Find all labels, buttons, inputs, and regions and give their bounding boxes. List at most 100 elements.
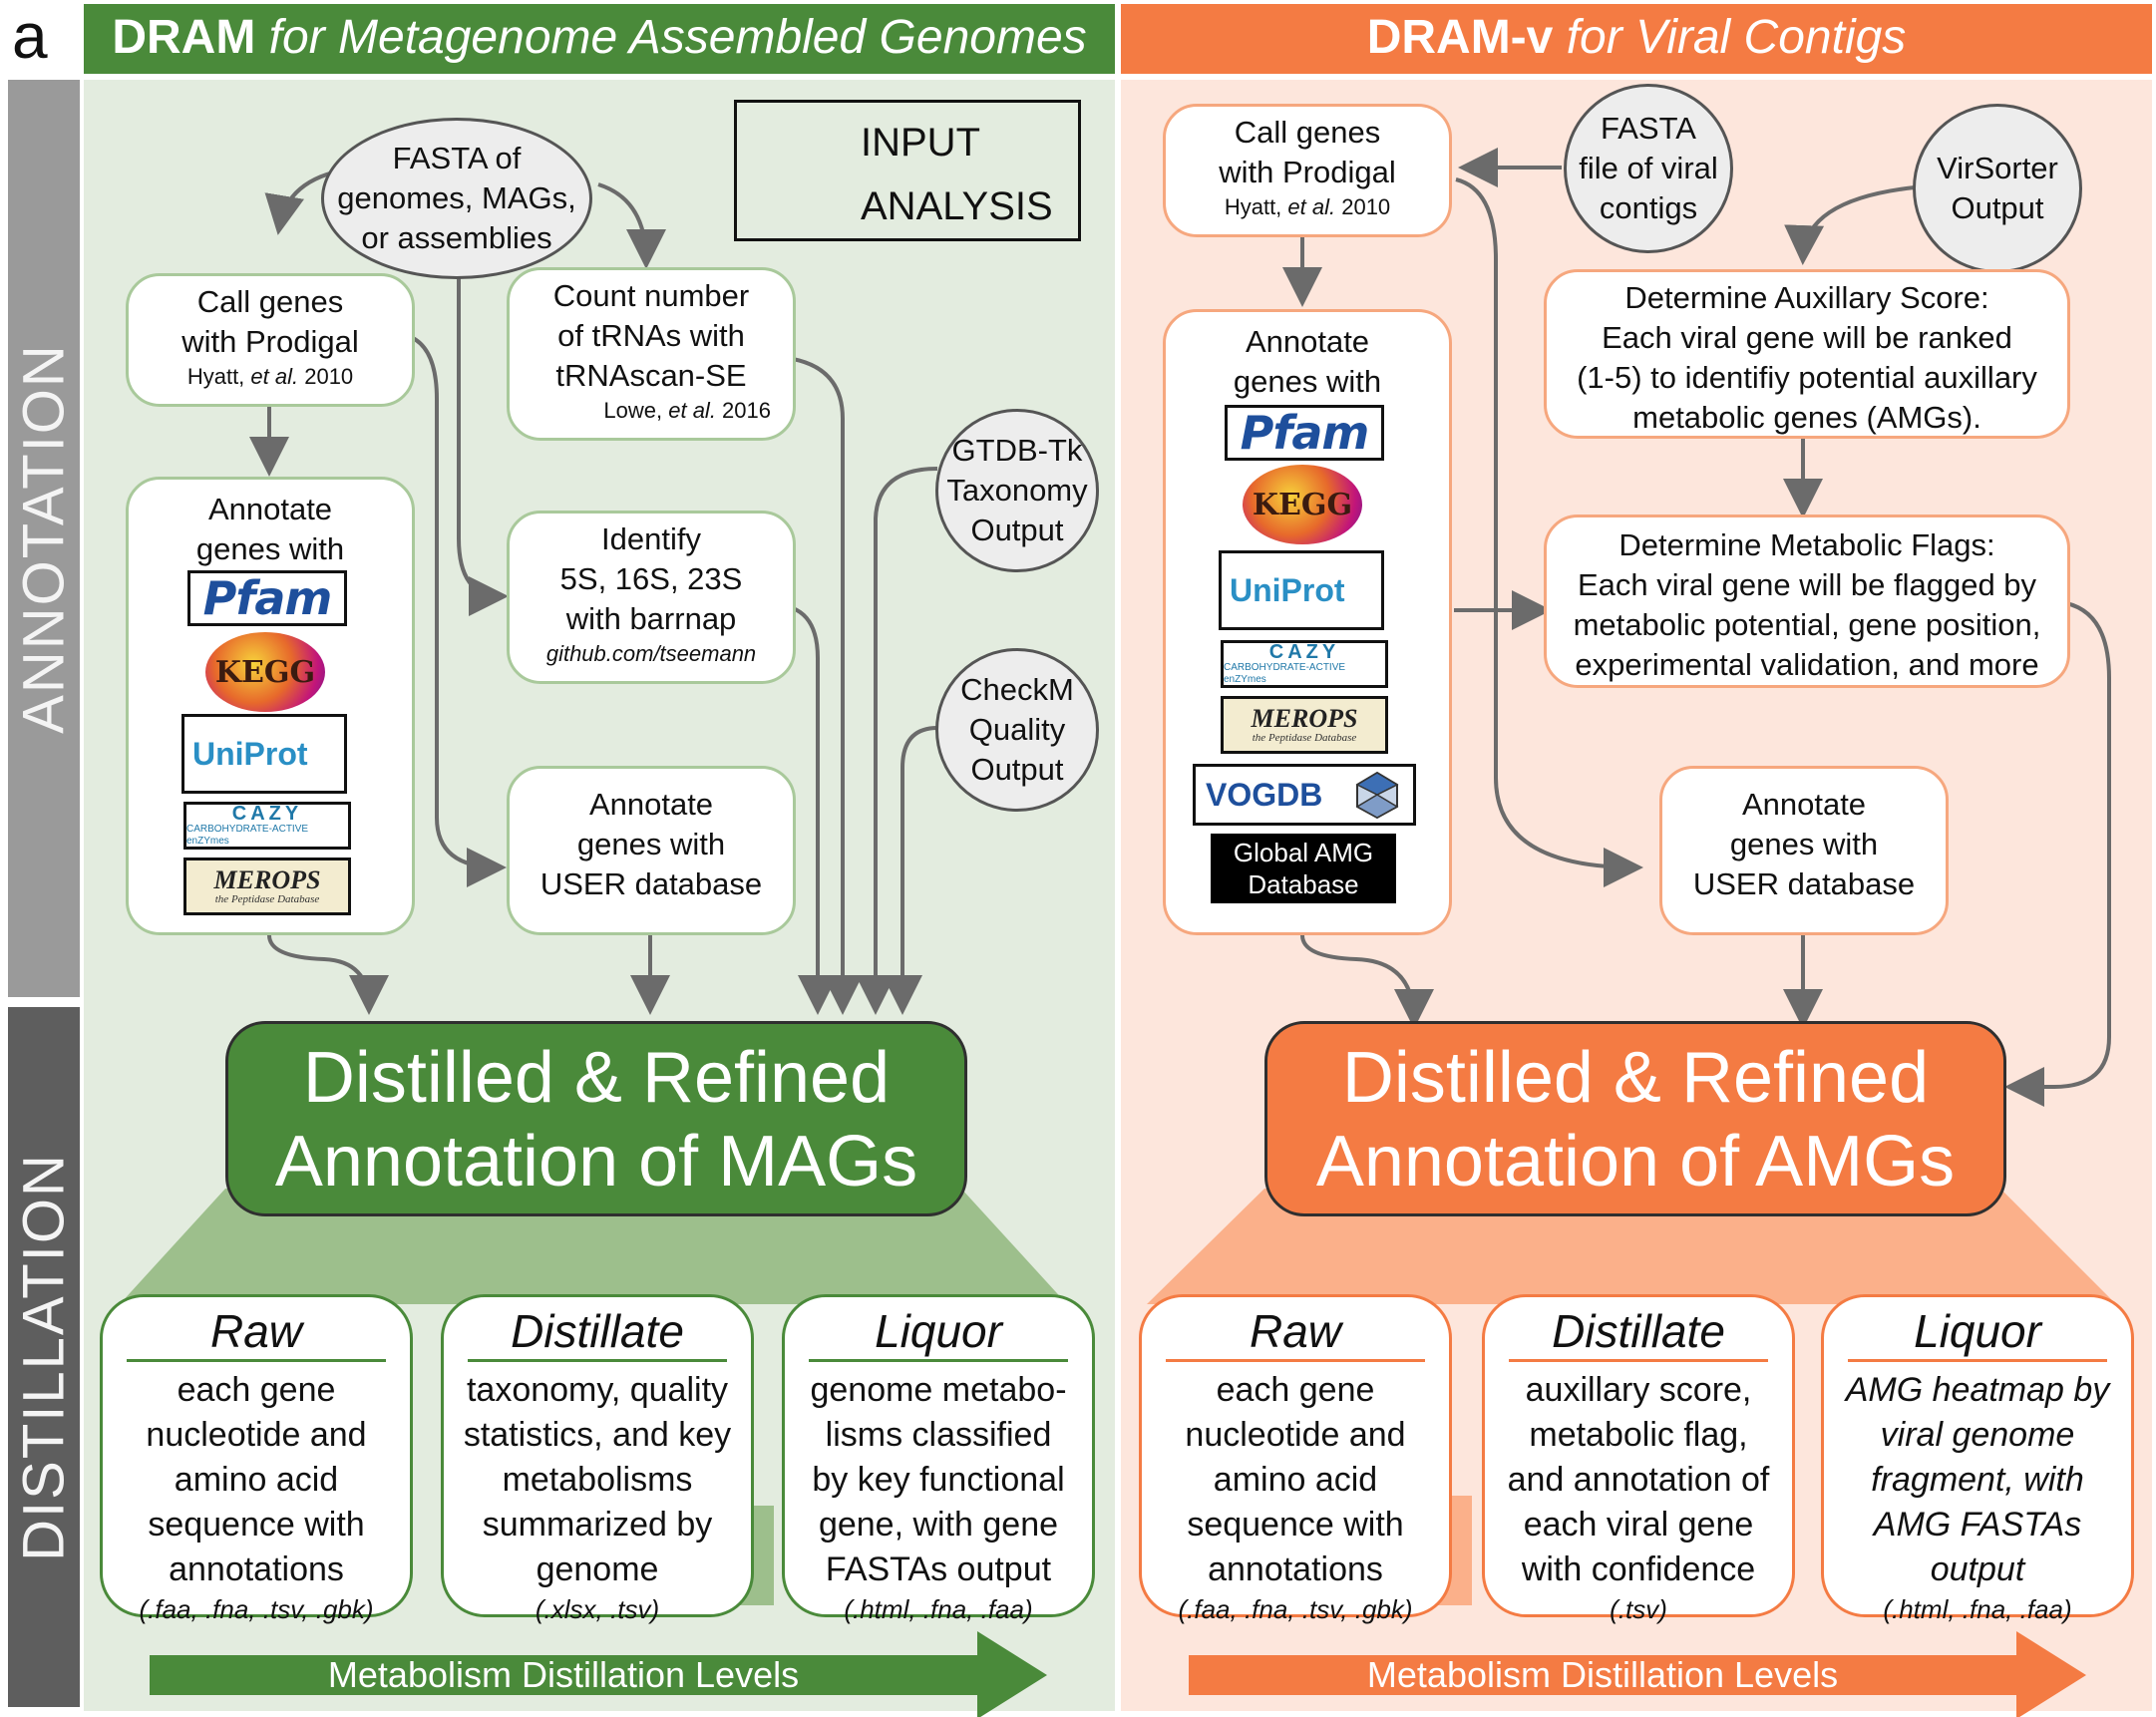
user-db-line: genes with: [576, 827, 726, 861]
merops-logo-text: MEROPS: [213, 865, 321, 894]
virsorter-line: Output: [1951, 190, 2044, 225]
raw-line: amino acid: [1213, 1461, 1378, 1499]
liquor-output-a: Liquor genome metabo- lisms classified b…: [782, 1294, 1095, 1624]
global-amg-logo: Global AMG Database: [1211, 834, 1396, 903]
rrna-line: with barrnap: [565, 601, 737, 636]
aux-score-box: Determine Auxillary Score: Each viral ge…: [1544, 269, 2070, 439]
input-fasta-genomes: FASTA of genomes, MAGs, or assemblies: [321, 118, 592, 279]
raw-underline: [1166, 1359, 1425, 1362]
legend-analysis-label: ANALYSIS: [861, 184, 1053, 228]
pfam-logo-text: Pfam: [1240, 406, 1370, 460]
call-genes-box-b: Call genes with Prodigal Hyatt, et al. 2…: [1163, 104, 1452, 237]
distillate-line: each viral gene: [1523, 1506, 1754, 1544]
raw-line: sequence with: [1187, 1506, 1404, 1544]
distilled-mags-line: Distilled & Refined: [302, 1038, 891, 1118]
user-db-box-b: Annotate genes with USER database: [1659, 766, 1949, 935]
raw-line: annotations: [1208, 1550, 1383, 1588]
liquor-underline: [1848, 1359, 2107, 1362]
gtdb-input: GTDB-Tk Taxonomy Output: [935, 409, 1099, 572]
arrow-checkm-to-distilled: [883, 726, 938, 1015]
distillate-output-a: Distillate taxonomy, quality statistics,…: [441, 1294, 754, 1624]
legend-box: INPUT ANALYSIS: [734, 100, 1081, 241]
trna-box: Count number of tRNAs with tRNAscan-SE L…: [507, 267, 796, 441]
input-fasta-line: genomes, MAGs,: [337, 180, 576, 215]
liquor-line: output: [1930, 1550, 2025, 1588]
raw-line: annotations: [169, 1550, 344, 1588]
trna-citation: Lowe, et al. 2016: [510, 396, 793, 426]
liquor-line: gene, with gene: [818, 1506, 1059, 1544]
cite-etal: et al.: [668, 398, 716, 423]
panel-a-title-italic: for Metagenome Assembled Genomes: [268, 11, 1087, 64]
checkm-line: Quality: [968, 712, 1066, 747]
arrow-callgenes-to-userdb-b: [1455, 177, 1643, 887]
user-db-line: Annotate: [588, 787, 714, 822]
arrow-annotate-to-distilled: [267, 934, 389, 1015]
aux-score-line: (1-5) to identifiy potential auxillary: [1577, 360, 2037, 395]
amg-logo-line: Database: [1248, 869, 1359, 899]
raw-line: nucleotide and: [146, 1416, 367, 1454]
distillate-line: taxonomy, quality: [466, 1371, 729, 1409]
legend-input-label: INPUT: [861, 121, 980, 165]
fasta-viral-line: FASTA: [1601, 111, 1696, 146]
distilled-amgs-line: Annotation of AMGs: [1315, 1122, 1956, 1202]
panel-b-funnel: [1147, 1189, 2116, 1304]
input-fasta-line: or assemblies: [361, 220, 552, 255]
cite-etal: et al.: [250, 364, 299, 389]
checkm-input: CheckM Quality Output: [935, 648, 1099, 812]
levels-label-a: Metabolism Distillation Levels: [327, 1654, 800, 1695]
distillate-line: summarized by: [482, 1506, 713, 1544]
arrow-trna-to-distilled: [792, 357, 863, 1015]
arrow-rrna-to-distilled: [792, 606, 838, 1015]
raw-title: Raw: [209, 1305, 303, 1357]
merops-logo-subtext: the Peptidase Database: [1252, 732, 1357, 744]
pfam-logo-text: Pfam: [202, 571, 333, 625]
raw-line: sequence with: [148, 1506, 365, 1544]
distilled-amgs-line: Distilled & Refined: [1341, 1038, 1930, 1118]
annotate-line: genes with: [195, 531, 345, 566]
rrna-line: 5S, 16S, 23S: [559, 561, 743, 596]
distillate-title: Distillate: [511, 1305, 684, 1357]
trna-line: of tRNAs with: [557, 318, 745, 353]
liquor-output-b: Liquor AMG heatmap by viral genome fragm…: [1821, 1294, 2134, 1624]
distilled-mags-line: Annotation of MAGs: [274, 1122, 918, 1202]
rrna-box: Identify 5S, 16S, 23S with barrnap githu…: [507, 511, 796, 684]
raw-line: nucleotide and: [1185, 1416, 1406, 1454]
call-genes-citation-b: Hyatt, et al. 2010: [1166, 192, 1449, 222]
kegg-logo-text: KEGG: [1252, 487, 1353, 522]
distilled-amgs-box: Distilled & Refined Annotation of AMGs: [1264, 1021, 2006, 1216]
panel-a-level-arrow: [150, 1631, 1047, 1717]
checkm-line: Output: [970, 752, 1064, 787]
uniprot-logo-b: UniProt: [1219, 550, 1384, 630]
panel-a-title-bold: DRAM: [112, 11, 256, 64]
liquor-line: lisms classified: [825, 1416, 1052, 1454]
distillate-underline: [468, 1359, 727, 1362]
kegg-logo-text: KEGG: [214, 654, 316, 690]
aux-score-line: Determine Auxillary Score:: [1624, 280, 1989, 315]
vogdb-logo-text: VOGDB: [1206, 776, 1323, 813]
distillate-extensions: (.xlsx, .tsv): [535, 1594, 660, 1624]
pfam-logo-b: Pfam: [1225, 405, 1384, 461]
arrow-fasta-to-trna: [597, 182, 666, 269]
liquor-line: by key functional: [812, 1461, 1065, 1499]
distillate-title: Distillate: [1552, 1305, 1725, 1357]
distillate-line: statistics, and key: [463, 1416, 732, 1454]
virsorter-input: VirSorter Output: [1913, 104, 2082, 273]
gtdb-line: Taxonomy: [946, 473, 1088, 508]
annotate-line: Annotate: [207, 492, 333, 526]
metabolic-flags-box: Determine Metabolic Flags: Each viral ge…: [1544, 515, 2070, 688]
annotate-line: genes with: [1233, 364, 1382, 399]
cite-etal: et al.: [1287, 194, 1336, 219]
distillate-line: auxillary score,: [1525, 1371, 1752, 1409]
liquor-line: FASTAs output: [825, 1550, 1052, 1588]
aux-score-line: Each viral gene will be ranked: [1602, 320, 2012, 355]
panel-b-title-bold: DRAM-v: [1366, 11, 1554, 64]
liquor-title: Liquor: [1914, 1305, 2041, 1357]
pfam-logo: Pfam: [187, 570, 347, 626]
call-genes-citation: Hyatt, et al. 2010: [129, 362, 412, 392]
fasta-viral-input: FASTA file of viral contigs: [1564, 84, 1733, 253]
sidebar-distillation: DISTILLATION: [8, 1007, 80, 1707]
rrna-line: Identify: [601, 521, 701, 556]
panel-b-level-arrow: [1189, 1631, 2086, 1717]
